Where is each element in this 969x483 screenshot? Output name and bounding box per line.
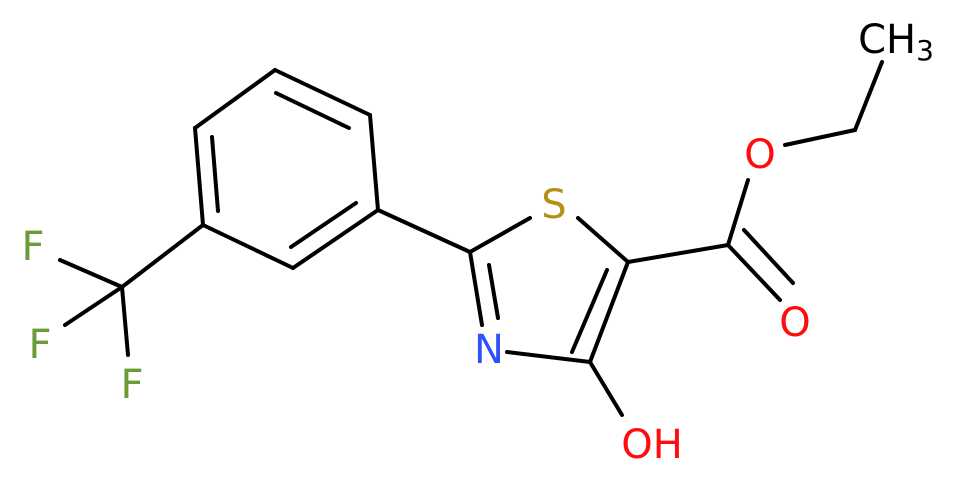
bond-carbonyl-double-2 — [742, 228, 795, 285]
bond-ring-5 — [193, 126, 205, 227]
bond-c5-c4-double — [570, 268, 609, 354]
bond-ring-6 — [193, 68, 277, 130]
bond-ring-2 — [368, 113, 380, 212]
bond-ring-cf3 — [120, 223, 205, 289]
bond-c5-c4 — [588, 260, 630, 364]
atom-n-label: N — [474, 327, 504, 373]
bond-c2-s — [468, 216, 532, 254]
bond-c4-n — [505, 350, 592, 364]
bond-c-f1 — [58, 258, 124, 289]
bond-ring-inner-3 — [210, 135, 220, 213]
bond-s-c5 — [576, 216, 630, 264]
atom-o-carbonyl-label: O — [779, 300, 810, 346]
bond-ring-4 — [201, 223, 295, 270]
atom-f3-label: F — [120, 362, 143, 408]
atom-s-label: S — [541, 182, 566, 228]
atom-f1-label: F — [21, 224, 44, 270]
bond-ring-inner-2 — [289, 201, 358, 249]
bond-phenyl-thiazole — [376, 208, 472, 254]
bond-c-f2 — [63, 285, 124, 327]
bond-c5-carbonyl — [626, 243, 730, 264]
bond-n-c2 — [468, 250, 484, 327]
atom-ch3-main: CH — [858, 17, 916, 63]
bond-c4-oh — [588, 360, 624, 417]
bond-ch2-ch3 — [853, 60, 884, 132]
bond-c-f3 — [120, 285, 130, 357]
atom-f2-label: F — [28, 322, 51, 368]
bond-ring-1 — [273, 68, 372, 117]
bond-ring-3 — [291, 208, 380, 270]
atom-oh-label: OH — [621, 422, 683, 468]
bond-oester-ch2 — [783, 128, 857, 147]
bond-n-c2-double — [487, 263, 500, 320]
atom-o-ester-label: O — [744, 132, 775, 178]
atom-ch3-label: CH3 — [858, 17, 934, 67]
atom-ch3-subscript: 3 — [916, 34, 934, 67]
bond-carbonyl-oester — [726, 178, 750, 247]
bond-carbonyl-double-1 — [726, 243, 782, 302]
bond-ring-inner-1 — [274, 91, 351, 130]
